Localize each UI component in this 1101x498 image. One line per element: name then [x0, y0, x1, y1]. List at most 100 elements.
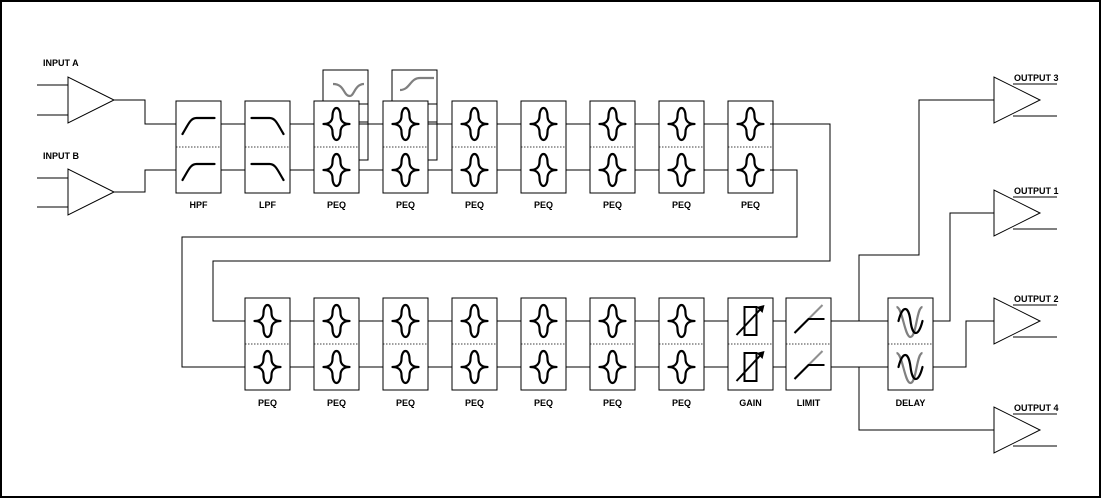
peq-icon: [736, 106, 765, 142]
peq-icon: [667, 106, 696, 142]
output-3-label: OUTPUT 3: [1014, 73, 1059, 83]
peq-icon: [391, 303, 420, 339]
row-2-block-2: PEQ: [313, 297, 360, 408]
peq-icon: [598, 152, 627, 188]
delay-icon: [895, 305, 924, 339]
peq-label: PEQ: [534, 200, 553, 210]
row-2-block-7: PEQ: [658, 297, 705, 408]
peq-icon: [667, 349, 696, 385]
lpf-icon: [250, 162, 285, 182]
limit-icon: [793, 350, 825, 380]
row-1-block-9: PEQ: [727, 100, 774, 210]
peq-icon: [460, 106, 489, 142]
lpf-label: LPF: [259, 200, 277, 210]
row-1-block-1: HPF: [175, 100, 222, 210]
peq-icon: [253, 303, 282, 339]
peq-icon: [322, 303, 351, 339]
output-1-label: OUTPUT 1: [1014, 186, 1059, 196]
row-2-block-4: PEQ: [451, 297, 498, 408]
peq-icon: [391, 349, 420, 385]
row-2-blocks: PEQ PEQ PEQ PEQ PEQ PEQ PEQ GAIN LIMIT: [244, 297, 832, 408]
peq-icon: [529, 152, 558, 188]
delay-icon: [895, 351, 924, 385]
limit-icon: [793, 304, 825, 334]
output-1-amplifier: [993, 189, 1057, 237]
peq-icon: [667, 152, 696, 188]
peq-icon: [529, 303, 558, 339]
peq-icon: [667, 303, 696, 339]
peq-label: PEQ: [465, 398, 484, 408]
peq-label: PEQ: [465, 200, 484, 210]
output-2-label: OUTPUT 2: [1014, 294, 1059, 304]
peq-label: PEQ: [396, 398, 415, 408]
gain-icon: [735, 351, 765, 382]
peq-label: PEQ: [396, 200, 415, 210]
input-a-label: INPUT A: [43, 58, 79, 68]
output-4-amplifier: [993, 406, 1057, 454]
delay-label: DELAY: [896, 398, 926, 408]
input-b-wire: [114, 169, 176, 193]
delay-block-body: DELAY: [887, 297, 934, 408]
peq-icon: [736, 152, 765, 188]
row-2-block-1: PEQ: [244, 297, 291, 408]
gain-label: GAIN: [739, 398, 762, 408]
peq-label: PEQ: [534, 398, 553, 408]
row-2-block-3: PEQ: [382, 297, 429, 408]
peq-icon: [322, 152, 351, 188]
input-b-amplifier: [37, 168, 116, 216]
row-2-block-5: PEQ: [520, 297, 567, 408]
peq-label: PEQ: [672, 398, 691, 408]
peq-icon: [529, 106, 558, 142]
peq-icon: [322, 106, 351, 142]
peq-label: PEQ: [741, 200, 760, 210]
row-1-block-5: PEQ: [451, 100, 498, 210]
row-1-block-4: PEQ: [382, 100, 429, 210]
row-1-blocks: HPF LPF PEQ PEQ PEQ PEQ PEQ PEQ PEQ: [175, 100, 774, 210]
peq-icon: [391, 106, 420, 142]
row-1-block-7: PEQ: [589, 100, 636, 210]
row-1-block-2: LPF: [244, 100, 291, 210]
output-4-wire: [858, 367, 994, 431]
peq-label: PEQ: [258, 398, 277, 408]
delay-block: DELAY: [887, 297, 934, 408]
peq-label: PEQ: [327, 398, 346, 408]
crossover-wire-top: [212, 123, 831, 322]
row-1-block-3: PEQ: [313, 100, 360, 210]
peq-label: PEQ: [327, 200, 346, 210]
row-1-block-6: PEQ: [520, 100, 567, 210]
input-a-wire: [114, 99, 176, 125]
peq-icon: [598, 349, 627, 385]
peq-icon: [322, 349, 351, 385]
peq-icon: [598, 106, 627, 142]
limit-label: LIMIT: [797, 398, 821, 408]
hpf-icon: [181, 162, 216, 182]
row-1-block-8: PEQ: [658, 100, 705, 210]
output-3-wire: [858, 99, 994, 321]
row-2-block-8: GAIN: [727, 297, 774, 408]
peq-icon: [460, 349, 489, 385]
peq-label: PEQ: [603, 398, 622, 408]
lpf-icon: [250, 116, 285, 136]
peq-icon: [460, 152, 489, 188]
hpf-label: HPF: [190, 200, 209, 210]
gain-icon: [735, 305, 765, 336]
input-b-label: INPUT B: [43, 151, 80, 161]
output-2-wire: [933, 320, 994, 368]
output-4-label: OUTPUT 4: [1014, 403, 1059, 413]
crossover-wire-bottom: [181, 169, 798, 368]
output-1-wire: [933, 212, 994, 322]
row-2-block-6: PEQ: [589, 297, 636, 408]
output-2-amplifier: [993, 297, 1057, 345]
peq-icon: [529, 349, 558, 385]
row-2-block-9: LIMIT: [785, 297, 832, 408]
output-3-amplifier: [993, 76, 1057, 124]
peq-icon: [460, 303, 489, 339]
peq-label: PEQ: [603, 200, 622, 210]
peq-icon: [391, 152, 420, 188]
peq-icon: [598, 303, 627, 339]
hpf-icon: [181, 116, 216, 136]
peq-icon: [253, 349, 282, 385]
input-a-amplifier: [37, 76, 116, 124]
